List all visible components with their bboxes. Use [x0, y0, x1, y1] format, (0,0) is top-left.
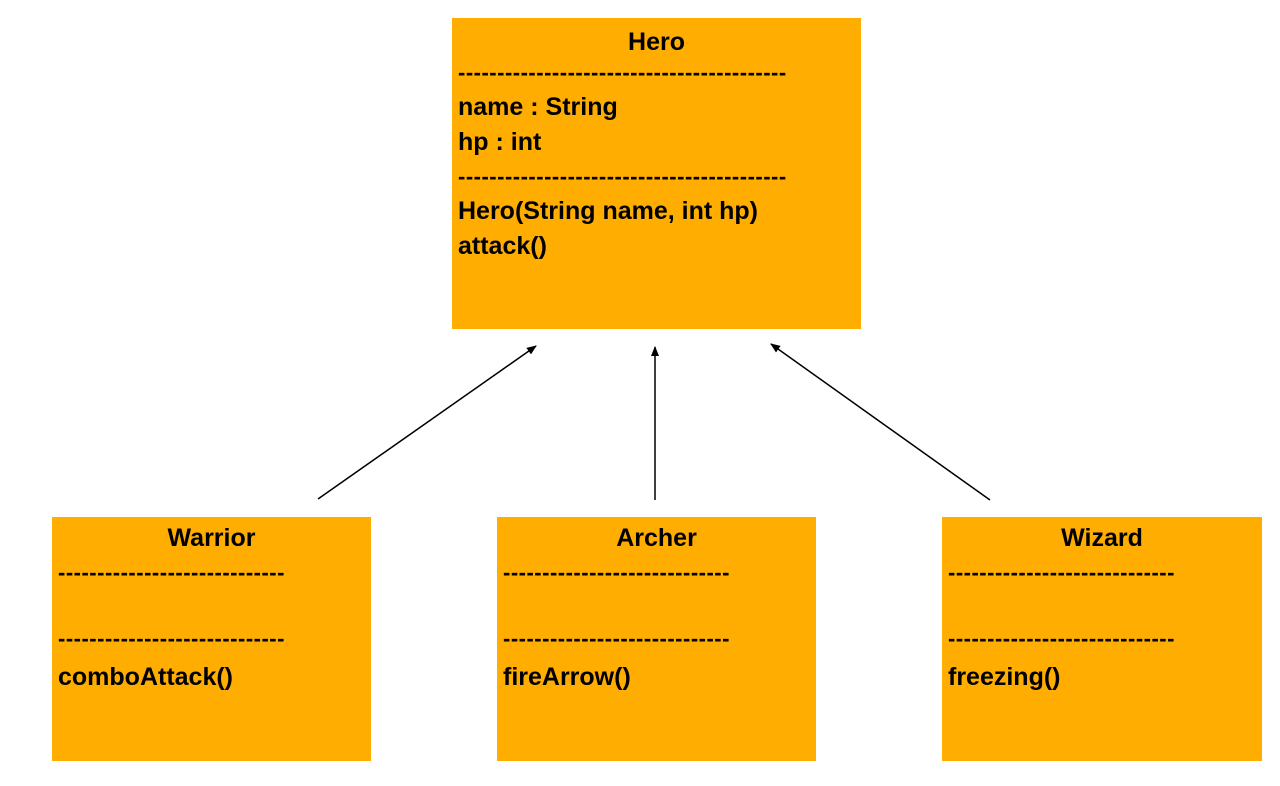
- warrior-separator-bottom: -----------------------------: [58, 626, 285, 651]
- hero-attribute-hp: hp : int: [458, 128, 542, 156]
- warrior-to-hero-arrow: [317, 345, 537, 500]
- warrior-attributes-empty: [58, 586, 365, 626]
- hero-separator-top: ----------------------------------------…: [458, 60, 787, 85]
- wizard-method-freezing: freezing(): [948, 663, 1061, 691]
- hero-class-box: Hero -----------------------------------…: [452, 18, 861, 329]
- wizard-attributes-empty: [948, 586, 1256, 626]
- archer-separator-top: -----------------------------: [503, 560, 730, 585]
- hero-attribute-name: name : String: [458, 93, 618, 121]
- wizard-class-box: Wizard ----------------------------- ---…: [942, 517, 1262, 761]
- archer-class-box: Archer ----------------------------- ---…: [497, 517, 816, 761]
- archer-method-fire-arrow: fireArrow(): [503, 663, 631, 691]
- archer-separator-bottom: -----------------------------: [503, 626, 730, 651]
- wizard-class-name: Wizard: [1061, 524, 1143, 552]
- warrior-method-combo-attack: comboAttack(): [58, 663, 234, 691]
- wizard-to-hero-arrow: [770, 343, 991, 501]
- wizard-separator-bottom: -----------------------------: [948, 626, 1175, 651]
- warrior-class-box: Warrior ----------------------------- --…: [52, 517, 371, 761]
- hero-method-attack: attack(): [458, 232, 547, 260]
- wizard-separator-top: -----------------------------: [948, 560, 1175, 585]
- archer-attributes-empty: [503, 586, 810, 626]
- hero-class-name: Hero: [628, 28, 685, 56]
- hero-method-constructor: Hero(String name, int hp): [458, 197, 758, 225]
- warrior-class-name: Warrior: [167, 524, 256, 552]
- archer-class-name: Archer: [616, 524, 697, 552]
- hero-separator-bottom: ----------------------------------------…: [458, 164, 787, 189]
- warrior-separator-top: -----------------------------: [58, 560, 285, 585]
